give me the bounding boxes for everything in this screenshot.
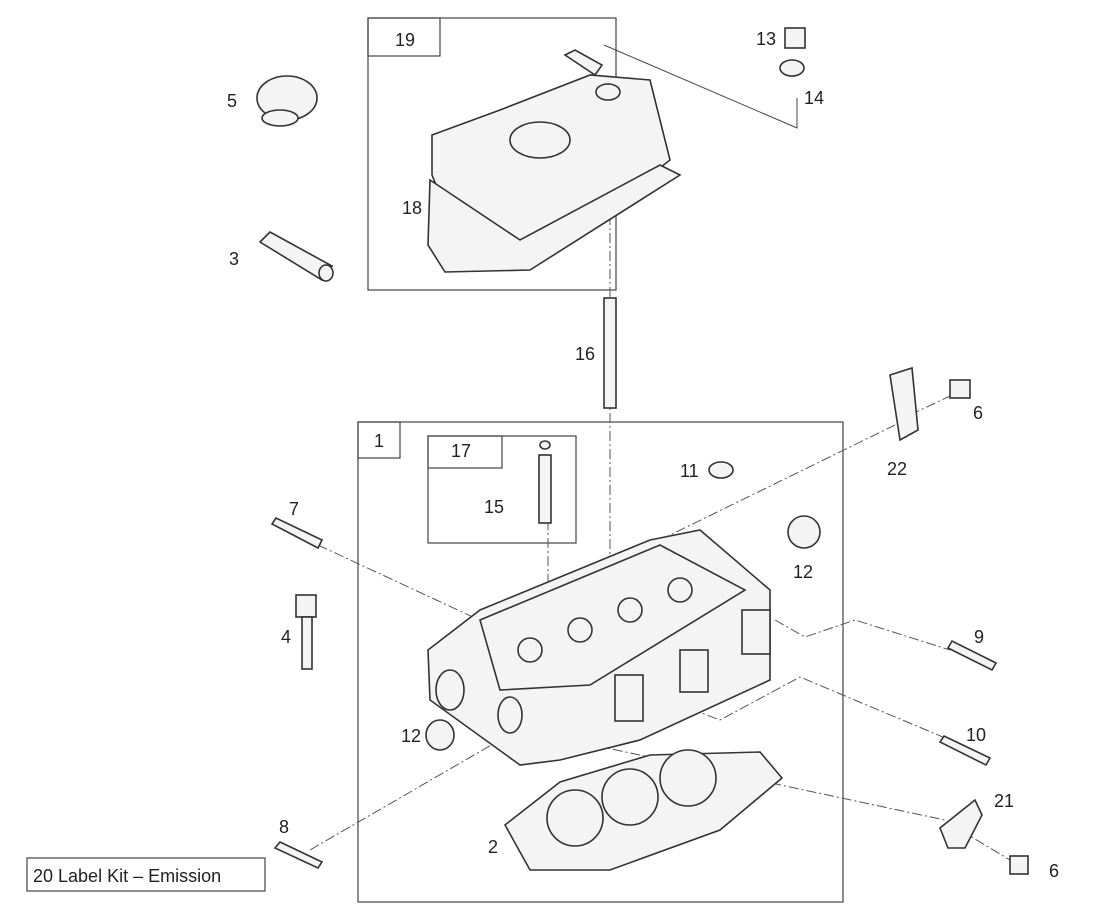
- valve-cover: [427, 49, 682, 273]
- callout-22: 22: [887, 459, 907, 479]
- cylinder-head: [427, 529, 771, 766]
- callout-8: 8: [279, 817, 289, 837]
- callout-5: 5: [227, 91, 237, 111]
- plug-12-bottom: [425, 719, 455, 751]
- callout-10: 10: [966, 725, 986, 745]
- group-box-17: [427, 435, 577, 544]
- stud-8: [273, 841, 324, 870]
- bracket-21: [939, 798, 1029, 875]
- callout-6-bottom: 6: [1049, 861, 1059, 881]
- callout-6-top: 6: [973, 403, 983, 423]
- callout-15: 15: [484, 497, 504, 517]
- callout-13: 13: [756, 29, 776, 49]
- label-kit-text: 20 Label Kit – Emission: [33, 866, 221, 886]
- callout-16: 16: [575, 344, 595, 364]
- stud-10: [938, 734, 992, 767]
- callout-12-bottom: 12: [401, 726, 421, 746]
- callout-19: 19: [395, 30, 415, 50]
- pin-15: [538, 440, 552, 524]
- stud-16: [603, 297, 617, 409]
- tube: [258, 231, 334, 282]
- callout-14: 14: [804, 88, 824, 108]
- callout-2: 2: [488, 837, 498, 857]
- nut-13: [784, 27, 806, 49]
- callout-1: 1: [374, 431, 384, 451]
- callout-4: 4: [281, 627, 291, 647]
- callout-9: 9: [974, 627, 984, 647]
- group-box-1: [357, 421, 844, 903]
- callout-18: 18: [402, 198, 422, 218]
- seal-11: [708, 461, 734, 479]
- callout-12-top: 12: [793, 562, 813, 582]
- stud-7: [270, 516, 324, 550]
- callout-7: 7: [289, 499, 299, 519]
- callout-17: 17: [451, 441, 471, 461]
- callout-11: 11: [680, 461, 699, 481]
- label-kit-box: 20 Label Kit – Emission: [26, 857, 266, 892]
- bracket-22: [889, 366, 971, 442]
- callout-21: 21: [994, 791, 1014, 811]
- head-gasket: [503, 749, 784, 871]
- washer-14: [779, 59, 805, 77]
- bolt-4: [295, 594, 317, 670]
- callout-3: 3: [229, 249, 239, 269]
- oil-filler-cap: [256, 75, 318, 127]
- stud-9: [946, 639, 998, 672]
- plug-12-top: [787, 515, 821, 549]
